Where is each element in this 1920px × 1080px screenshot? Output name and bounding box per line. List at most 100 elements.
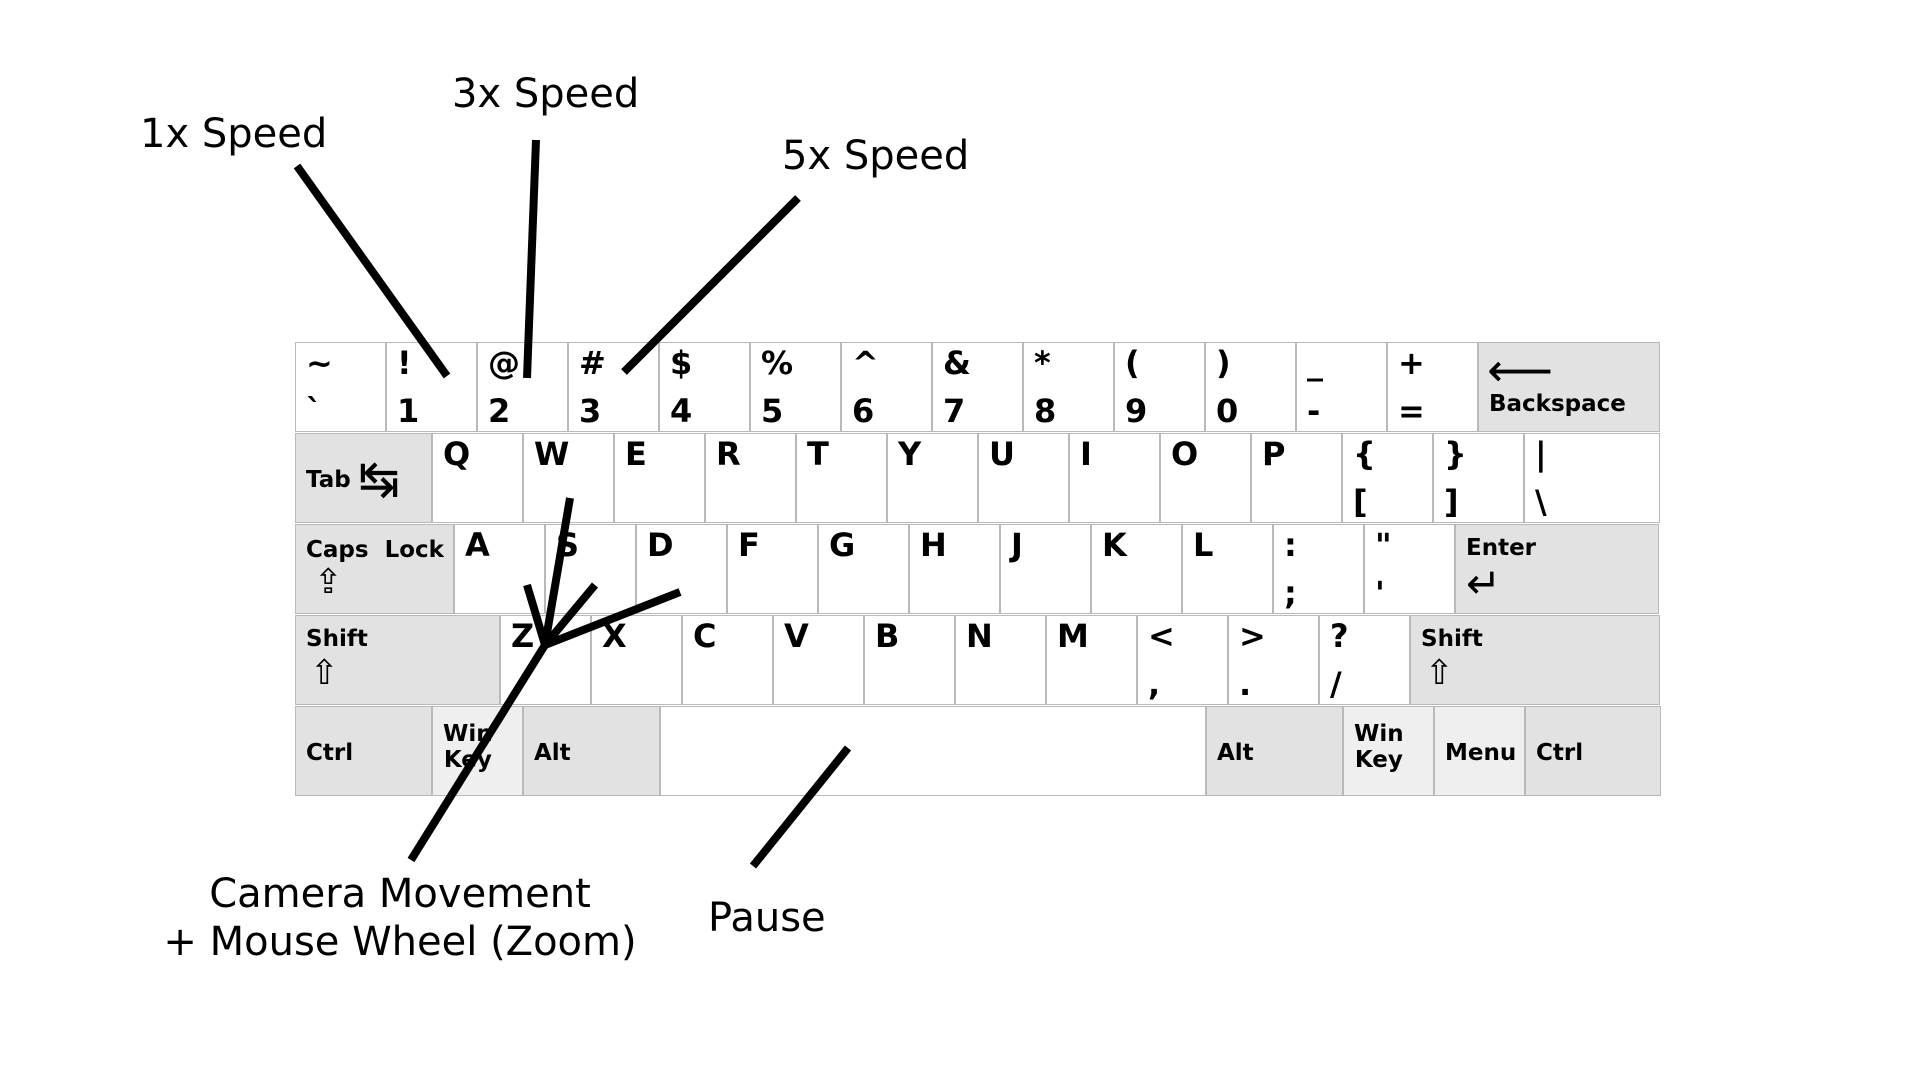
key-m-upper: M (1057, 617, 1089, 655)
key-n[interactable]: N (955, 615, 1046, 705)
callout-camera-movement: Camera Movement + Mouse Wheel (Zoom) (160, 870, 640, 966)
key-o-upper: O (1171, 435, 1199, 473)
key-1-upper: ! (397, 344, 412, 382)
key-l[interactable]: L (1182, 524, 1273, 614)
callout-camera-line1: Camera Movement (209, 871, 591, 917)
key-slash-upper: ? (1330, 617, 1349, 655)
key-x[interactable]: X (591, 615, 682, 705)
key-rctrl[interactable]: Ctrl (1525, 706, 1661, 796)
key-d[interactable]: D (636, 524, 727, 614)
key-j[interactable]: J (1000, 524, 1091, 614)
key-c-upper: C (693, 617, 717, 655)
key-rwin[interactable]: Win Key (1343, 706, 1434, 796)
left-arrow-icon: ⟵ (1487, 343, 1553, 397)
key-2[interactable]: @2 (477, 342, 568, 432)
key-semicolon-upper: : (1284, 526, 1297, 564)
key-backspace[interactable]: Backspace⟵ (1478, 342, 1660, 432)
key-w[interactable]: W (523, 433, 614, 523)
key-rbracket[interactable]: }] (1433, 433, 1524, 523)
key-backslash[interactable]: |\ (1524, 433, 1660, 523)
key-s-upper: S (556, 526, 580, 564)
key-enter[interactable]: Enter↵ (1455, 524, 1659, 614)
shift-arrow-icon: ⇧ (310, 653, 339, 693)
key-t[interactable]: T (796, 433, 887, 523)
key-minus[interactable]: _- (1296, 342, 1387, 432)
key-l-upper: L (1193, 526, 1214, 564)
key-7-lower: 7 (943, 392, 966, 430)
key-lbracket-lower: [ (1353, 483, 1368, 521)
key-semicolon[interactable]: :; (1273, 524, 1364, 614)
key-equal[interactable]: += (1387, 342, 1478, 432)
key-8[interactable]: *8 (1023, 342, 1114, 432)
callout-5x-speed: 5x Speed (782, 133, 970, 179)
key-backquote[interactable]: ~` (295, 342, 386, 432)
key-f[interactable]: F (727, 524, 818, 614)
key-rbracket-upper: } (1444, 435, 1467, 473)
key-5[interactable]: %5 (750, 342, 841, 432)
key-s[interactable]: S (545, 524, 636, 614)
key-quote-lower: ' (1375, 574, 1385, 612)
key-q[interactable]: Q (432, 433, 523, 523)
key-9[interactable]: (9 (1114, 342, 1205, 432)
key-space[interactable] (660, 706, 1206, 796)
key-ralt[interactable]: Alt (1206, 706, 1343, 796)
key-g[interactable]: G (818, 524, 909, 614)
key-o[interactable]: O (1160, 433, 1251, 523)
key-b[interactable]: B (864, 615, 955, 705)
callout-pause: Pause (708, 895, 826, 941)
key-tab[interactable]: Tab↹ (295, 433, 432, 523)
key-lctrl-label: Ctrl (306, 740, 354, 766)
key-capslock[interactable]: Caps Lock⇪ (295, 524, 454, 614)
key-lalt[interactable]: Alt (523, 706, 660, 796)
key-b-upper: B (875, 617, 900, 655)
key-minus-lower: - (1307, 392, 1321, 430)
key-j-upper: J (1011, 526, 1023, 564)
key-i[interactable]: I (1069, 433, 1160, 523)
key-c[interactable]: C (682, 615, 773, 705)
key-comma[interactable]: <, (1137, 615, 1228, 705)
key-lbracket[interactable]: {[ (1342, 433, 1433, 523)
key-rshift[interactable]: Shift⇧ (1410, 615, 1660, 705)
key-rctrl-label: Ctrl (1536, 740, 1584, 766)
key-lwin[interactable]: Win Key (432, 706, 523, 796)
key-u[interactable]: U (978, 433, 1069, 523)
key-8-upper: * (1034, 344, 1051, 382)
key-h[interactable]: H (909, 524, 1000, 614)
key-6[interactable]: ^6 (841, 342, 932, 432)
key-y[interactable]: Y (887, 433, 978, 523)
key-4[interactable]: $4 (659, 342, 750, 432)
key-4-lower: 4 (670, 392, 693, 430)
key-3-upper: # (579, 344, 606, 382)
key-slash[interactable]: ?/ (1319, 615, 1410, 705)
key-m[interactable]: M (1046, 615, 1137, 705)
key-period[interactable]: >. (1228, 615, 1319, 705)
key-3[interactable]: #3 (568, 342, 659, 432)
key-4-upper: $ (670, 344, 693, 382)
key-6-lower: 6 (852, 392, 875, 430)
key-a[interactable]: A (454, 524, 545, 614)
key-menu[interactable]: Menu (1434, 706, 1525, 796)
key-7[interactable]: &7 (932, 342, 1023, 432)
key-0[interactable]: )0 (1205, 342, 1296, 432)
key-e[interactable]: E (614, 433, 705, 523)
key-lalt-label: Alt (534, 740, 571, 766)
key-a-upper: A (465, 526, 490, 564)
key-u-upper: U (989, 435, 1015, 473)
key-z-upper: Z (511, 617, 535, 655)
key-p-upper: P (1262, 435, 1286, 473)
key-quote[interactable]: "' (1364, 524, 1455, 614)
key-8-lower: 8 (1034, 392, 1057, 430)
key-1[interactable]: !1 (386, 342, 477, 432)
key-0-lower: 0 (1216, 392, 1239, 430)
key-lshift[interactable]: Shift⇧ (295, 615, 500, 705)
key-equal-lower: = (1398, 392, 1425, 430)
key-p[interactable]: P (1251, 433, 1342, 523)
key-2-lower: 2 (488, 392, 511, 430)
key-z[interactable]: Z (500, 615, 591, 705)
key-k[interactable]: K (1091, 524, 1182, 614)
key-lctrl[interactable]: Ctrl (295, 706, 432, 796)
key-v[interactable]: V (773, 615, 864, 705)
key-r[interactable]: R (705, 433, 796, 523)
key-comma-upper: < (1148, 617, 1175, 655)
key-equal-upper: + (1398, 344, 1425, 382)
